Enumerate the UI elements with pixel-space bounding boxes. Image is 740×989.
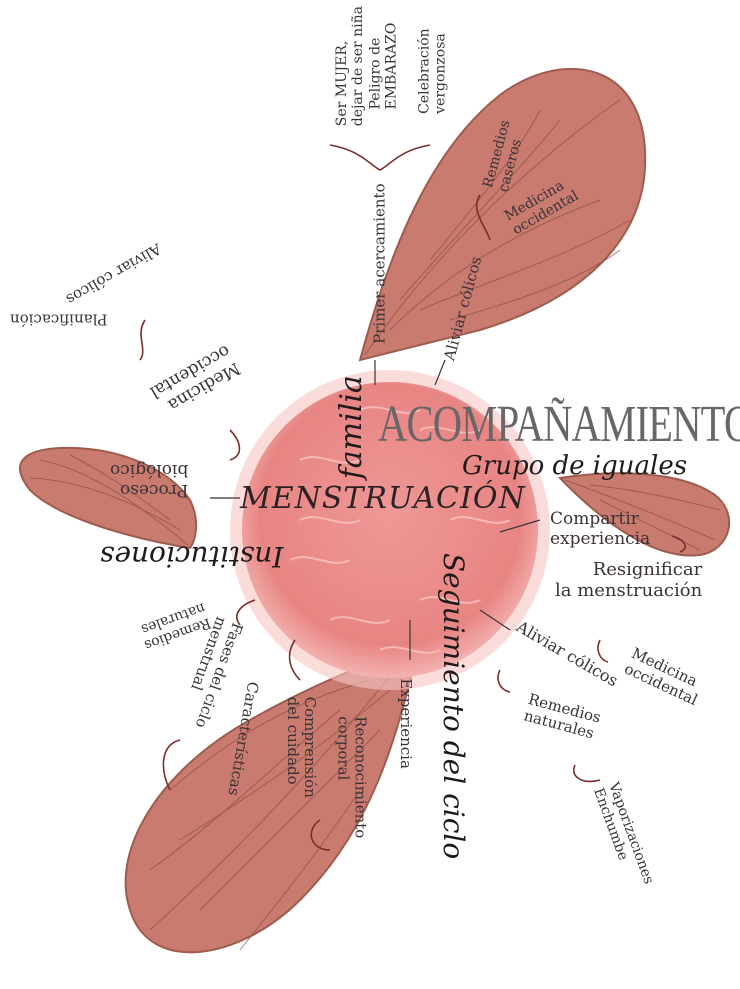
seguimiento-experiencia: Experiencia (397, 678, 414, 769)
instituciones-med-item-1: Planificación (10, 310, 108, 327)
familia-primer-item-3: Celebración vergonzosa (417, 28, 449, 114)
seguimiento-exp-item-1: Reconocimiento corporal (334, 716, 369, 838)
familia-primer: Primer acercamiento (372, 183, 389, 343)
acompanamiento-resignificar: Resignificar la menstruación (555, 560, 702, 601)
familia-primer-item-1: Ser MUJER, dejar de ser niña (334, 6, 366, 126)
leaf-familia (360, 69, 645, 360)
acompanamiento-grupo: Grupo de iguales (462, 452, 687, 482)
branch-instituciones-title: Instituciones (100, 540, 283, 572)
branch-seguimiento-title: Seguimiento del ciclo (437, 553, 469, 859)
instituciones-proceso: Proceso biológico (110, 460, 188, 499)
branch-familia-title: familia (335, 375, 370, 479)
familia-primer-item-2: Peligro de EMBARAZO (367, 23, 399, 110)
center-title: MENSTRUACIÓN (240, 482, 526, 517)
acompanamiento-compartir: Compartir experiencia (550, 510, 650, 549)
seguimiento-exp-item-2: Comprensión del cuidado (283, 697, 318, 798)
branch-acompanamiento-title: ACOMPAÑAMIENTO (378, 395, 740, 455)
